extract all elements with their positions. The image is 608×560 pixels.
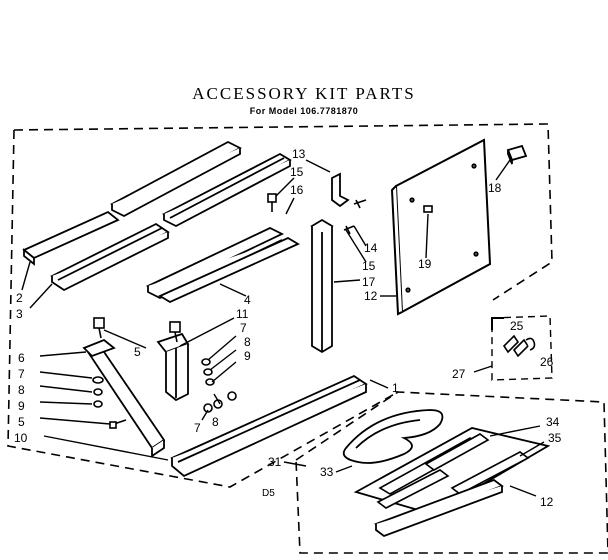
callout-6: 6 [18, 351, 25, 365]
diagram-code: D5 [262, 488, 275, 499]
callout-9a: 9 [18, 399, 25, 413]
part-1-bottom-rail [170, 374, 368, 478]
callout-2: 2 [16, 291, 23, 305]
callout-12a: 12 [364, 289, 378, 303]
part-17-vertical-post [310, 218, 334, 354]
callout-7a: 7 [18, 367, 25, 381]
part-33-seal-loop [342, 409, 444, 464]
subkit-boundary [295, 391, 608, 554]
top-bar-a [110, 140, 242, 218]
part-12-lower-rail [374, 478, 504, 538]
callout-12b: 12 [540, 495, 554, 509]
callout-5a: 5 [134, 345, 141, 359]
callout-8c: 8 [212, 415, 219, 429]
callout-10: 10 [14, 431, 28, 445]
callout-18: 18 [488, 181, 502, 195]
callout-11: 11 [236, 307, 249, 321]
part-13-l-clip [331, 172, 350, 208]
callout-labels: 2 3 4 5 5 6 7 7 7 8 8 8 9 9 10 11 1 13 1… [14, 147, 562, 509]
diagram-title: ACCESSORY KIT PARTS [192, 84, 416, 103]
callout-3: 3 [16, 307, 23, 321]
callout-8a: 8 [18, 383, 25, 397]
kit-boundary-left [7, 129, 399, 488]
callout-35: 35 [548, 431, 562, 445]
callout-9b: 9 [244, 349, 251, 363]
fasteners [92, 193, 433, 429]
part-35-gasket-strip [376, 451, 530, 509]
part-4-long-rail [145, 226, 300, 304]
part-12-side-panel [390, 138, 492, 316]
leader-lines [21, 159, 545, 497]
callout-4: 4 [244, 293, 251, 307]
callout-7c: 7 [194, 421, 201, 435]
callout-5b: 5 [18, 415, 25, 429]
model-number: For Model 106.7781870 [249, 106, 359, 116]
callout-17: 17 [362, 275, 376, 289]
part-10-support-leg [82, 338, 166, 458]
callout-34: 34 [546, 415, 560, 429]
callout-16: 16 [290, 183, 304, 197]
parts-25-26-clips [502, 334, 536, 358]
part-3-channel-rail [50, 222, 170, 292]
callout-7b: 7 [240, 321, 247, 335]
callout-27: 27 [452, 367, 466, 381]
callout-33: 33 [320, 465, 334, 479]
callout-25: 25 [510, 319, 524, 333]
part-34-foam-strip [378, 433, 490, 495]
fastener-pack-corner [491, 317, 504, 330]
callout-13: 13 [292, 147, 306, 161]
callout-15a: 15 [290, 165, 304, 179]
part-11-bracket [156, 332, 190, 402]
part-18-foam-block [506, 144, 528, 165]
part-2-short-bar [22, 210, 120, 266]
fastener-pack-boundary [491, 315, 553, 381]
callout-19: 19 [418, 257, 432, 271]
callout-31: 31 [268, 455, 282, 469]
callout-15b: 15 [362, 259, 376, 273]
callout-14: 14 [364, 241, 378, 255]
top-bar-b [162, 152, 292, 228]
callout-26: 26 [540, 355, 554, 369]
kit-boundary-main [13, 123, 553, 301]
callout-8b: 8 [244, 335, 251, 349]
callout-1: 1 [392, 381, 399, 395]
